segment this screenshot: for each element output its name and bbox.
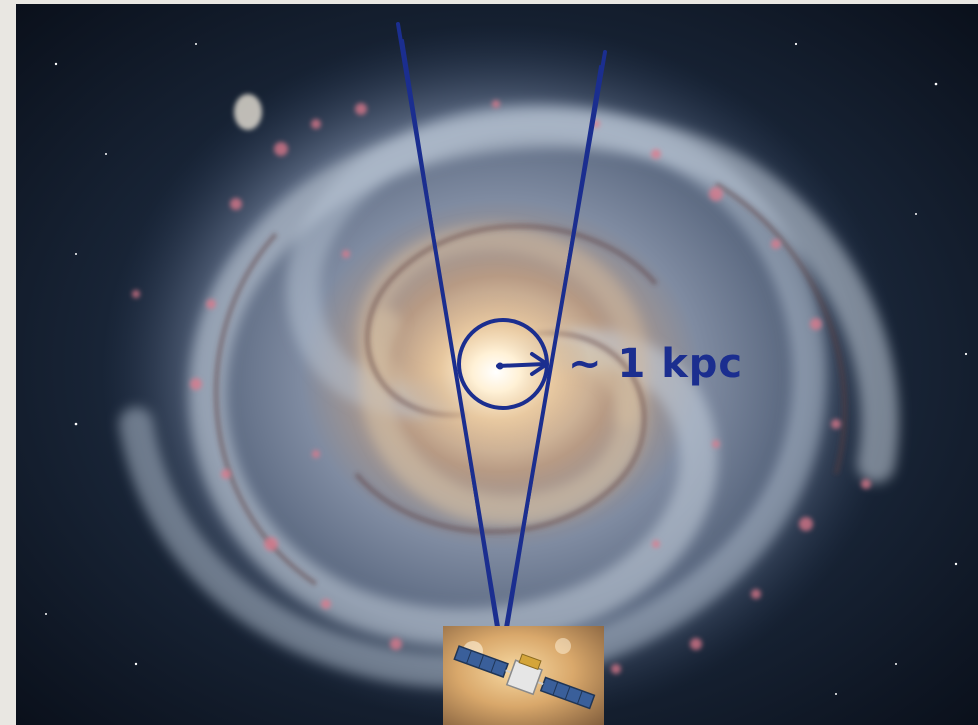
cone-right-edge-inner [505, 65, 601, 641]
galactic-center-dot [496, 362, 504, 370]
cone-left-edge-inner [402, 39, 499, 641]
satellite-inset-image [443, 626, 604, 725]
scale-arrow-head-icon [530, 352, 549, 376]
satellite-icon [453, 645, 596, 710]
satellite-galaxy [234, 94, 262, 130]
star-forming-regions [132, 100, 871, 674]
inset-glow-2 [555, 638, 571, 654]
satellite-illustration [443, 626, 604, 725]
scale-arrow-shaft [496, 362, 547, 368]
background-stars [45, 42, 968, 695]
scale-label: ~ 1 kpc [568, 341, 744, 387]
